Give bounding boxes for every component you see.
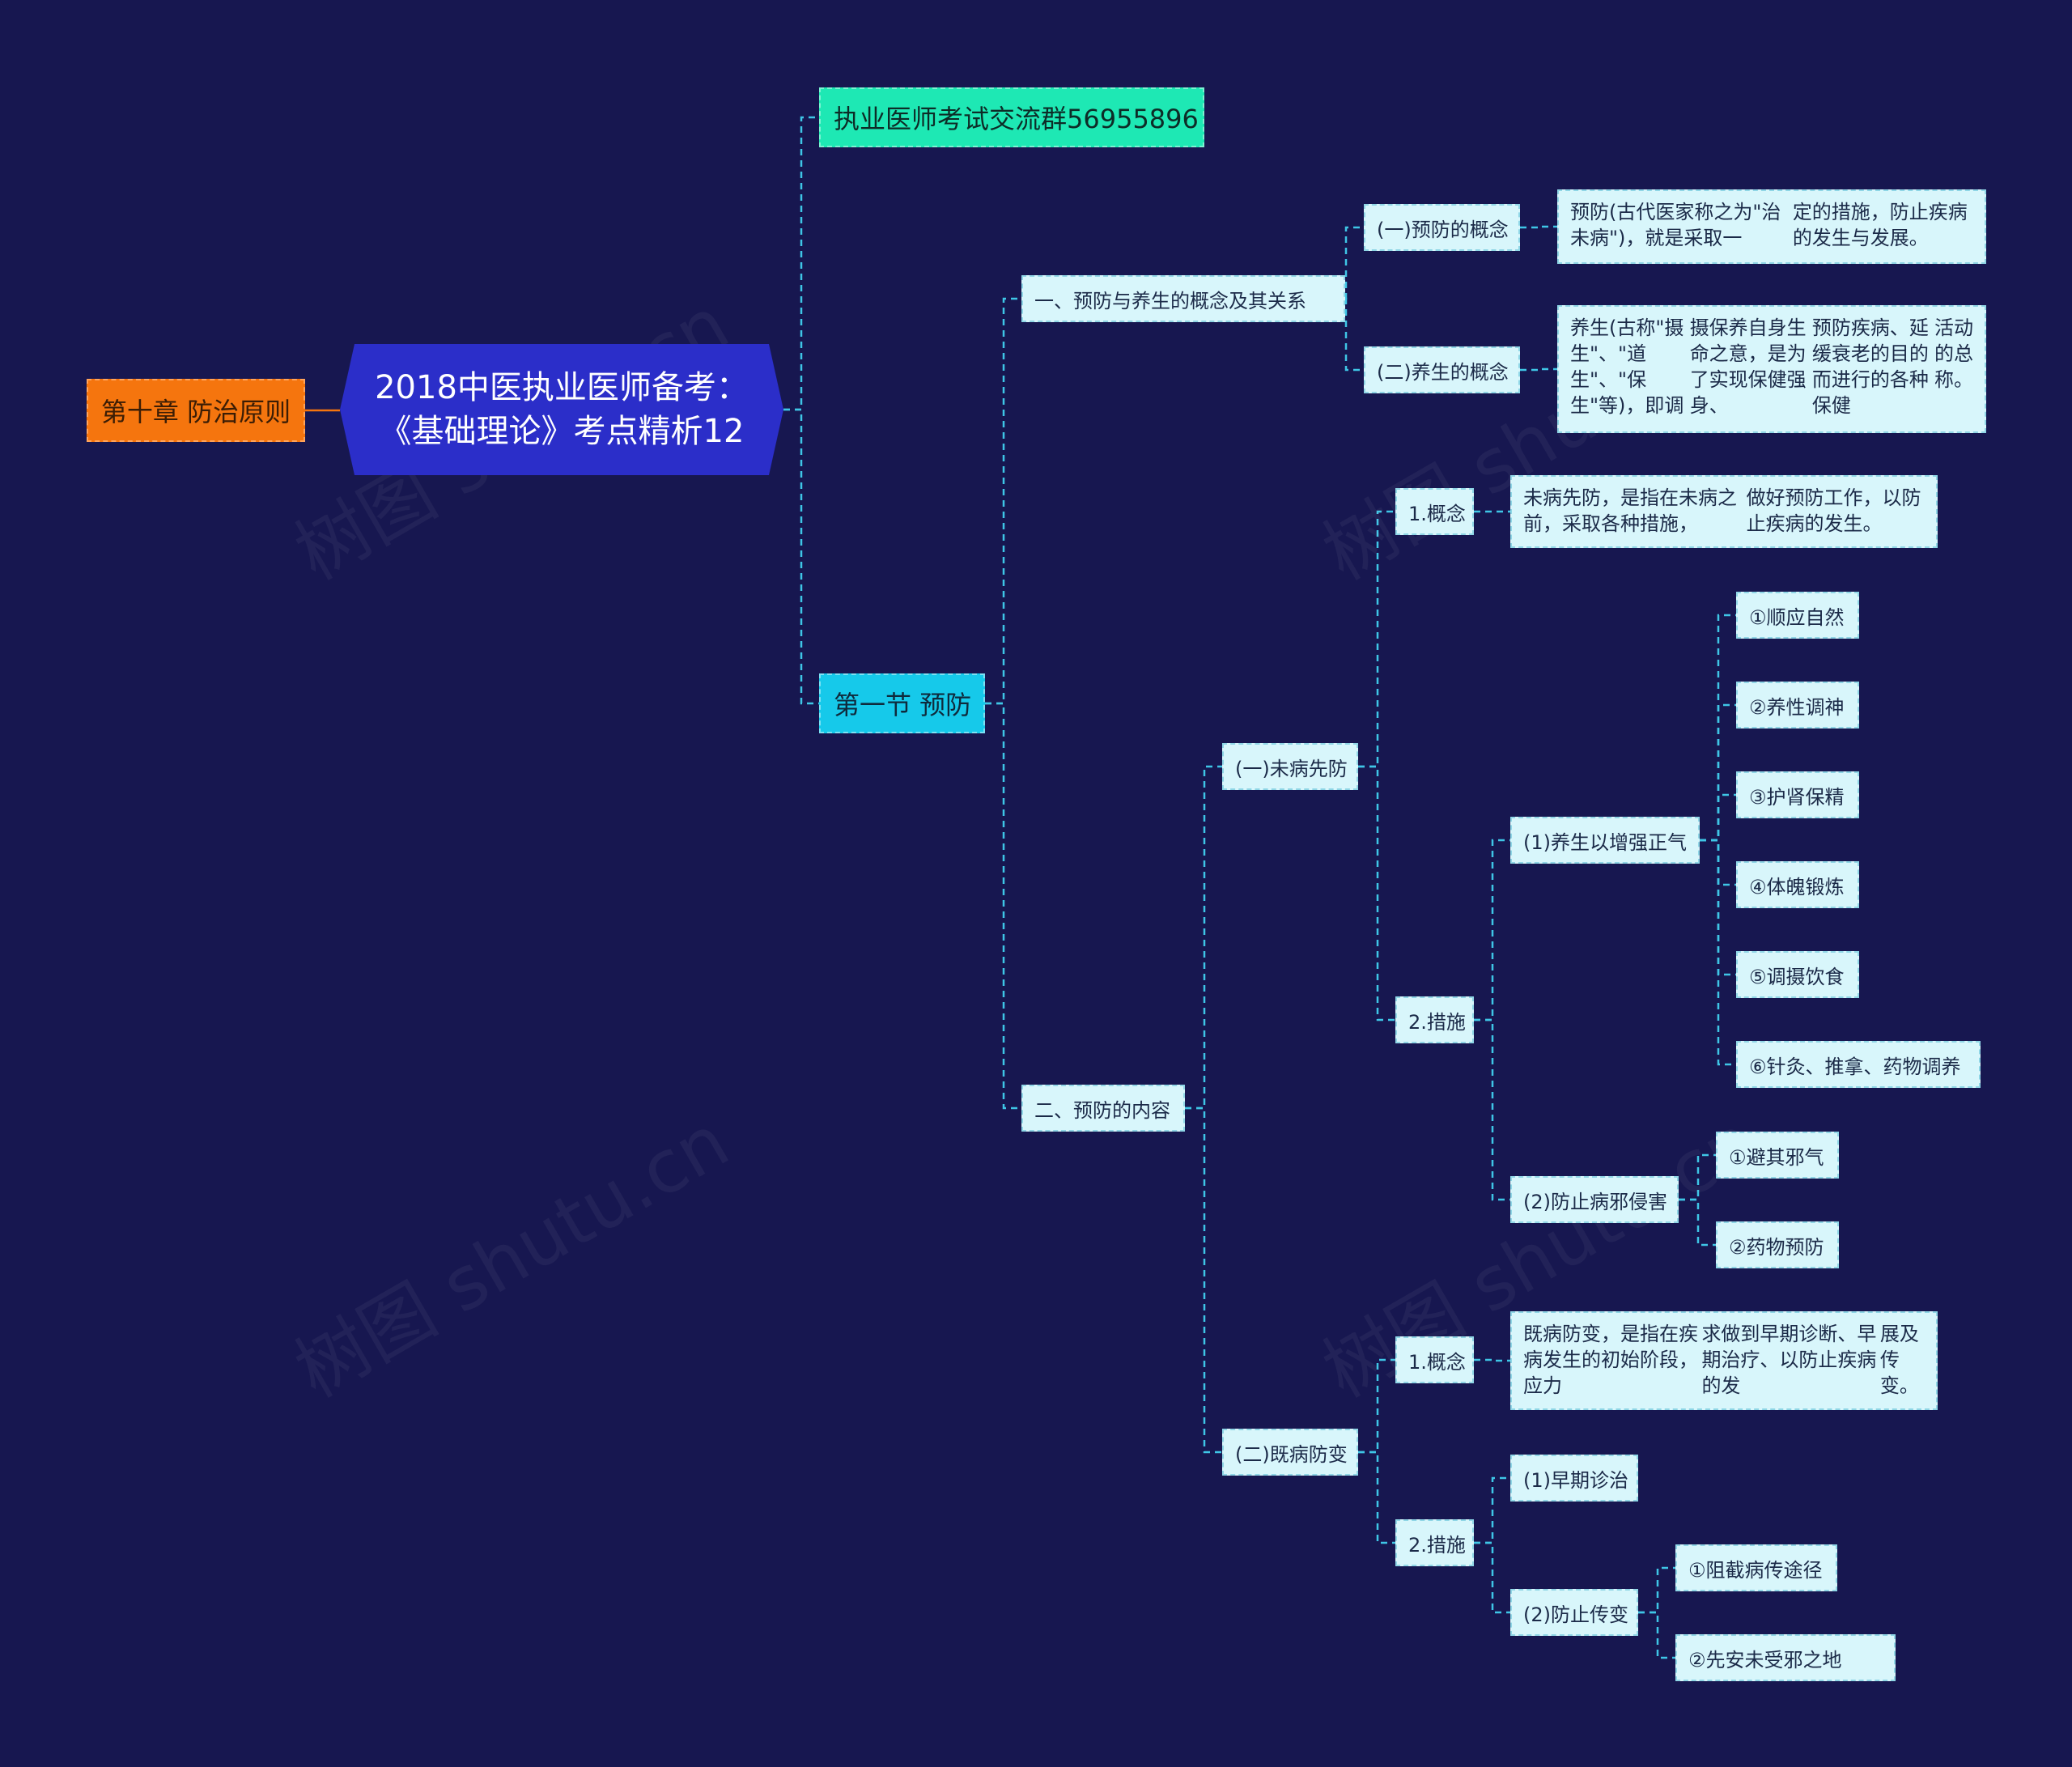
connector-line <box>1474 1476 1510 1544</box>
topic-strengthen-qi[interactable]: (1)养生以增强正气 <box>1510 817 1700 864</box>
connector-line <box>1344 297 1364 372</box>
measure-item[interactable]: ①顺应自然 <box>1736 592 1859 639</box>
chapter-topic[interactable]: 第十章 防治原则 <box>87 379 305 442</box>
branch-content[interactable]: 二、预防的内容 <box>1021 1085 1185 1132</box>
topic-weibing-concept[interactable]: 1.概念 <box>1395 488 1474 535</box>
measure-item[interactable]: ④体魄锻炼 <box>1736 861 1859 908</box>
connector-line <box>1358 1358 1395 1454</box>
branch-concepts[interactable]: 一、预防与养生的概念及其关系 <box>1021 275 1345 322</box>
connector-line <box>1520 367 1557 372</box>
text-weibing-concept: 未病先防，是指在未病之前，采取各种措施， 做好预防工作，以防止疾病的发生。 <box>1510 475 1938 548</box>
connector-line <box>1638 1566 1675 1614</box>
text-health-concept: 养生(古称"摄生"、"道生"、"保生"等)，即调 摄保养自身生命之意，是为了实现… <box>1557 305 1986 433</box>
measure-item[interactable]: ③护肾保精 <box>1736 771 1859 818</box>
measure-item[interactable]: ①阻截病传途径 <box>1675 1544 1837 1591</box>
connector-line <box>985 297 1021 705</box>
topic-prevention-concept[interactable]: (一)预防的概念 <box>1364 204 1520 251</box>
connector-line <box>783 408 819 705</box>
root-hexagon-shape <box>340 344 783 475</box>
topic-jibing-concept[interactable]: 1.概念 <box>1395 1336 1474 1383</box>
section-topic[interactable]: 第一节 预防 <box>819 673 985 733</box>
connector-line <box>1185 1106 1222 1454</box>
connector-line <box>1344 226 1364 300</box>
topic-prevent-before-disease[interactable]: (一)未病先防 <box>1222 743 1358 790</box>
connector-line <box>1474 1541 1510 1614</box>
topic-early-treatment[interactable]: (1)早期诊治 <box>1510 1455 1638 1502</box>
connector-line <box>1638 1611 1675 1659</box>
measure-item[interactable]: ⑤调摄饮食 <box>1736 951 1859 998</box>
topic-avoid-pathogens[interactable]: (2)防止病邪侵害 <box>1510 1176 1679 1223</box>
connector-line <box>1358 1451 1395 1544</box>
connector-line <box>1474 1018 1510 1201</box>
connector-line <box>1679 1153 1716 1201</box>
connector-line <box>1185 765 1222 1110</box>
measure-item[interactable]: ②药物预防 <box>1716 1221 1839 1268</box>
text-jibing-concept: 既病防变，是指在疾病发生的初始阶段，应力 求做到早期诊断、早期治疗、以防止疾病的… <box>1510 1311 1938 1410</box>
connector-line <box>1358 765 1395 1022</box>
text-prevention-concept: 预防(古代医家称之为"治未病")，就是采取一 定的措施，防止疾病的发生与发展。 <box>1557 189 1986 264</box>
connector-line <box>1700 703 1736 842</box>
topic-health-concept[interactable]: (二)养生的概念 <box>1364 346 1520 393</box>
connector-line <box>1679 1198 1716 1247</box>
topic-prevent-transmission[interactable]: (2)防止传变 <box>1510 1589 1638 1636</box>
connector-line <box>1700 793 1736 842</box>
measure-item[interactable]: ①避其邪气 <box>1716 1132 1839 1179</box>
connector-line <box>1474 1358 1510 1362</box>
topic-weibing-measures[interactable]: 2.措施 <box>1395 996 1474 1043</box>
root-title-line1: 2018中医执业医师备考： <box>375 369 749 406</box>
connector-line <box>1700 839 1736 1066</box>
topic-prevent-progression[interactable]: (二)既病防变 <box>1222 1429 1358 1476</box>
measure-item[interactable]: ②先安未受邪之地 <box>1675 1634 1896 1681</box>
connector-line <box>1700 839 1736 886</box>
connector-line <box>1474 839 1510 1022</box>
topic-jibing-measures[interactable]: 2.措施 <box>1395 1519 1474 1566</box>
connector-line <box>783 116 819 411</box>
connector-line <box>985 702 1021 1110</box>
root-topic[interactable]: 2018中医执业医师备考： 《基础理论》考点精析12 <box>340 344 783 475</box>
measure-item[interactable]: ⑥针灸、推拿、药物调养 <box>1736 1041 1981 1088</box>
measure-item[interactable]: ②养性调神 <box>1736 682 1859 728</box>
group-topic[interactable]: 执业医师考试交流群56955896 <box>819 87 1204 147</box>
root-title-line2: 《基础理论》考点精析12 <box>379 413 745 450</box>
connector-line <box>1358 510 1395 768</box>
